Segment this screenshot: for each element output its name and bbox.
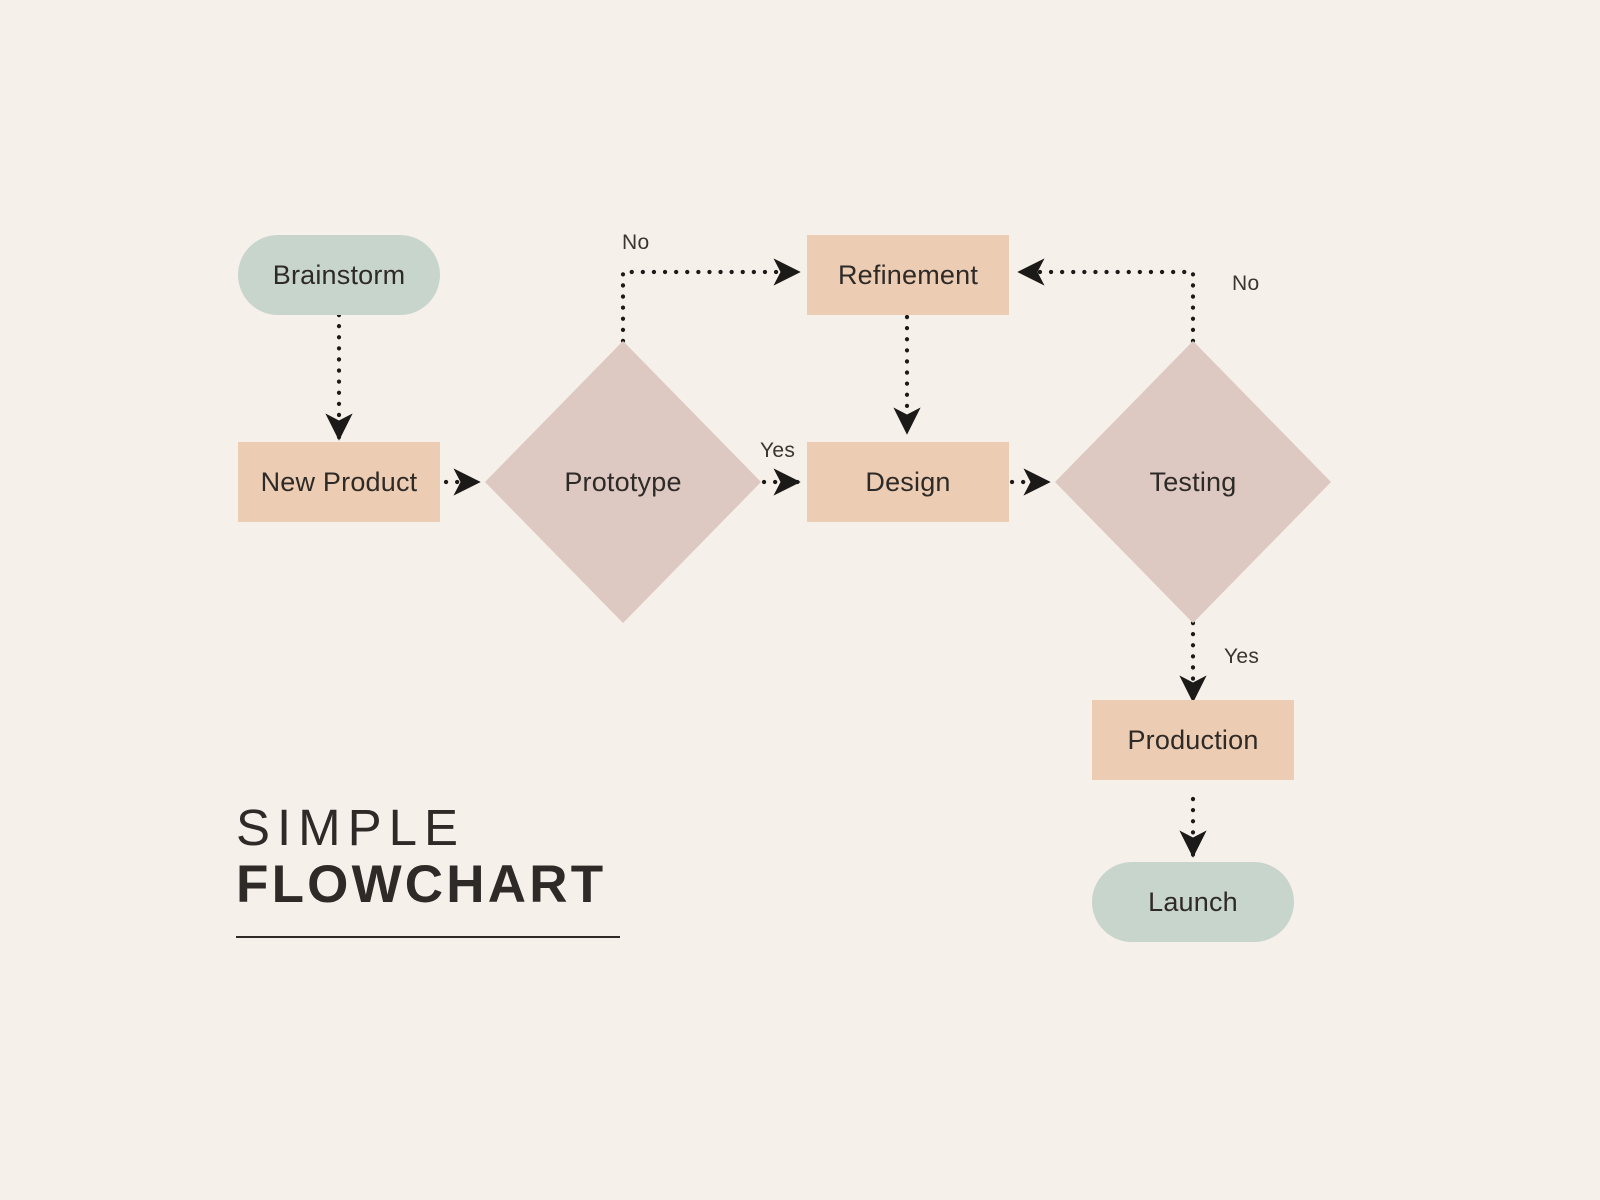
node-brainstorm[interactable]: Brainstorm	[238, 235, 440, 315]
title-divider	[236, 936, 620, 939]
node-production-label: Production	[1127, 724, 1259, 755]
node-design-label: Design	[865, 466, 951, 497]
node-design[interactable]: Design	[807, 442, 1009, 522]
node-prototype-label: Prototype	[564, 466, 682, 497]
edge-label-yes-testing: Yes	[1224, 645, 1260, 668]
node-new-product-label: New Product	[260, 466, 418, 497]
edge-label-no-prototype: No	[622, 231, 650, 254]
node-testing-label: Testing	[1149, 466, 1237, 497]
title-line-simple: SIMPLE	[236, 799, 466, 856]
edge-testing-to-refinement	[1017, 258, 1196, 344]
edge-label-yes-prototype: Yes	[760, 439, 796, 462]
node-new-product[interactable]: New Product	[238, 442, 440, 522]
title-line-flowchart: FLOWCHART	[236, 855, 607, 915]
node-brainstorm-label: Brainstorm	[272, 259, 406, 290]
node-refinement-label: Refinement	[837, 259, 979, 290]
node-launch[interactable]: Launch	[1092, 862, 1294, 942]
node-testing[interactable]: Testing	[1055, 341, 1331, 623]
node-production[interactable]: Production	[1092, 700, 1294, 780]
node-prototype[interactable]: Prototype	[485, 341, 761, 623]
edge-prototype-to-refinement	[620, 258, 801, 344]
node-launch-label: Launch	[1148, 886, 1238, 917]
title-block: SIMPLE FLOWCHART	[236, 799, 636, 939]
edge-label-no-testing: No	[1232, 272, 1260, 295]
node-refinement[interactable]: Refinement	[807, 235, 1009, 315]
